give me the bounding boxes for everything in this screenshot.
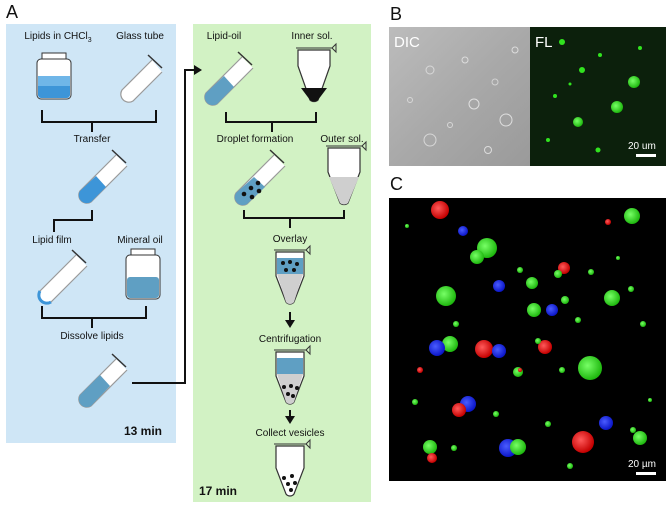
chcl3-bottle <box>36 52 72 100</box>
dic-micrograph <box>389 27 530 166</box>
arrow-down-2-head <box>285 416 295 424</box>
outer-solution-tube <box>326 140 367 206</box>
composite-micrograph <box>389 198 666 481</box>
connector-dissolve <box>41 306 147 328</box>
connector-droplet <box>225 112 317 132</box>
label-fl: FL <box>535 34 553 51</box>
time-right: 17 min <box>199 484 238 498</box>
label-dic: DIC <box>394 34 420 51</box>
label-collect-vesicles: Collect vesicles <box>255 428 325 439</box>
droplet-tube <box>234 149 286 206</box>
transfer-arrow-head <box>194 65 202 75</box>
panel-c-letter: C <box>390 174 403 194</box>
scale-bar-b <box>636 154 656 157</box>
label-droplet-formation: Droplet formation <box>216 134 294 145</box>
label-lipid-film: Lipid film <box>32 235 72 246</box>
label-inner-sol: Inner sol. <box>291 31 333 42</box>
scale-label-b: 20 um <box>628 141 656 152</box>
label-transfer: Transfer <box>73 134 111 145</box>
left-step-background <box>6 24 176 443</box>
collect-tube <box>274 438 311 497</box>
transfer-arrow-line <box>132 69 194 384</box>
inner-solution-tube <box>296 42 337 103</box>
dissolved-lipid-tube <box>78 353 128 408</box>
label-glass-tube: Glass tube <box>116 31 164 42</box>
connector-overlay <box>243 210 345 228</box>
connector-lipid-film <box>53 210 93 232</box>
label-lipids-chcl3: Lipids in CHCl3 <box>24 31 92 44</box>
transfer-tube <box>78 149 128 204</box>
fl-micrograph <box>530 27 666 166</box>
label-lipid-oil: Lipid-oil <box>206 31 242 42</box>
connector-transfer <box>41 110 157 132</box>
arrow-down-1-head <box>285 320 295 328</box>
label-mineral-oil: Mineral oil <box>117 235 163 246</box>
overlay-tube <box>274 244 311 305</box>
time-left: 13 min <box>124 424 163 438</box>
scale-label-c: 20 µm <box>628 459 656 470</box>
glass-tube-empty <box>120 54 163 103</box>
panel-a-letter: A <box>6 2 19 22</box>
lipid-film-tube <box>37 249 88 305</box>
mineral-oil-bottle <box>125 248 161 300</box>
centrifuge-tube <box>274 344 311 405</box>
label-dissolve-lipids: Dissolve lipids <box>60 331 124 342</box>
scale-bar-c <box>636 472 656 475</box>
label-centrifugation: Centrifugation <box>258 334 322 345</box>
panel-b-letter: B <box>390 4 403 24</box>
lipid-oil-tube <box>204 51 254 106</box>
label-outer-sol: Outer sol. <box>320 134 364 145</box>
label-overlay: Overlay <box>272 234 308 245</box>
